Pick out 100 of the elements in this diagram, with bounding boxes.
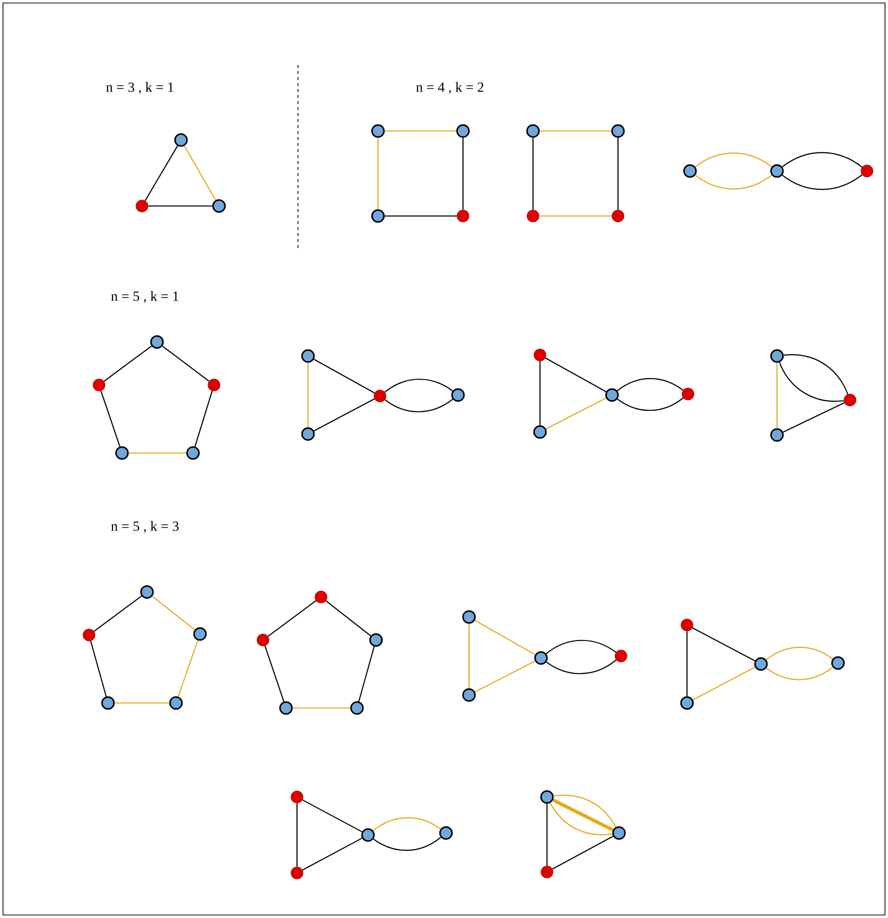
graph-edge [766,646,833,660]
vertex [256,634,270,646]
vertex [534,348,546,362]
vertex [683,164,697,178]
parameter-label: n = 5 , k = 3 [111,521,179,533]
graph-edge [384,215,457,217]
vertex [350,701,364,715]
vertex [456,124,470,138]
vertex [279,701,293,715]
parameter-label: n = 3 , k = 1 [106,82,174,94]
graph-edge [100,390,120,447]
graph-edge [546,640,616,654]
vertex [115,446,129,460]
vertex [82,628,96,642]
vertex [831,656,845,670]
graph-edge [152,596,196,630]
vertex [174,133,188,147]
graph-edge [782,174,862,190]
graph-edge [617,138,619,210]
graph-edge [148,205,212,207]
vertex [614,650,628,662]
graph-edge [184,146,216,200]
vertex [540,790,554,804]
graph-edge [474,660,536,692]
vertex [770,428,784,442]
vertex [526,210,540,222]
graph-edge [302,799,362,832]
graph-edge [264,646,284,702]
vertex [369,633,383,647]
graph-edge [462,138,464,210]
vertex [140,585,154,599]
graph-edge [268,600,316,637]
graph-edge [784,354,848,394]
vertex [540,866,554,878]
vertex [534,651,548,665]
vertex [290,790,304,804]
graph-edge [314,358,375,394]
graph-edge [692,627,756,662]
graph-edge [384,378,453,393]
vertex [193,627,207,641]
graph-edge [545,358,606,392]
vertex [301,349,315,363]
graph-edge [384,398,454,412]
graph-edge [178,640,198,697]
vertex [680,696,694,710]
graph-edge [539,361,541,426]
vertex [301,427,315,441]
graph-edge [550,802,612,836]
vertex [770,349,784,363]
graph-edge [532,138,534,210]
vertex [150,335,164,349]
parameter-label: n = 4 , k = 2 [416,82,484,94]
vertex [361,828,375,842]
graph-edge [104,346,152,382]
graph-edge [194,390,213,447]
vertex [314,590,328,604]
vertex [533,425,547,439]
graph-edge [546,660,616,674]
vertex [169,696,183,710]
vertex [860,164,874,178]
graph-edge [90,640,107,697]
graph-edge [373,836,442,851]
graph-edge [326,600,372,636]
graph-edge [372,817,441,832]
graph-edge [616,378,684,392]
parameter-label: n = 5 , k = 1 [111,291,178,303]
vertex [612,826,626,840]
vertex [844,394,856,406]
graph-edge [692,666,756,700]
vertex [208,378,220,392]
vertex [456,210,470,222]
vertex [682,388,694,400]
graph-edge [292,707,350,709]
graph-edge [776,362,778,428]
vertex [680,618,694,632]
graph-edge [540,130,612,132]
vertex [186,446,200,460]
graph-edge [552,836,614,870]
graph-edge [314,398,375,432]
graph-edge [358,646,375,702]
graph-edge [94,596,142,632]
graph-edge [307,362,309,428]
graph-edge [474,620,536,656]
vertex [526,124,540,138]
graph-edge [766,666,834,680]
vertex [371,209,385,223]
graph-edge [546,804,548,866]
vertex [611,124,625,138]
graph-edge [539,215,612,217]
graph-edge [114,702,170,704]
vertex [462,688,476,702]
graph-edge [782,402,845,433]
graph-edge [778,362,844,402]
graph-edge [296,803,298,867]
vertex [92,378,106,392]
vertex [136,200,148,212]
vertex [439,826,453,840]
vertex [605,388,619,402]
graph-edge [162,346,210,382]
vertex [101,696,115,710]
